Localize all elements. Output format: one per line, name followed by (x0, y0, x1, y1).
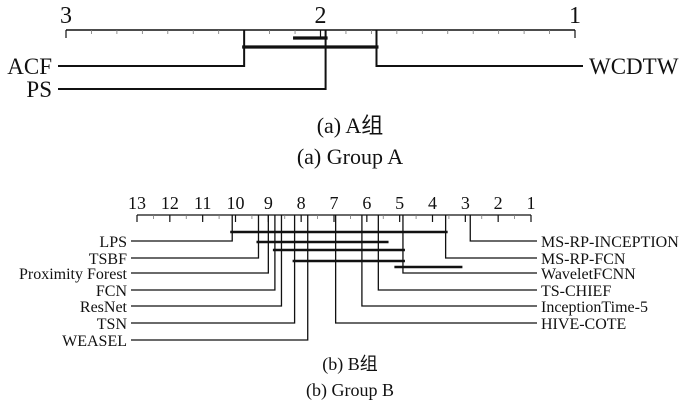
tick-label-b: 5 (395, 193, 404, 213)
method-label-b: Proximity Forest (19, 266, 128, 283)
tick-label-a: 2 (315, 3, 327, 29)
method-connector-b (444, 215, 537, 259)
method-label-b: InceptionTime-5 (541, 299, 648, 316)
method-label-b: MS-RP-FCN (541, 251, 626, 268)
method-label-b: HIVE-COTE (541, 316, 626, 333)
method-label-a: WCDTW (589, 54, 679, 79)
method-label-b: WaveletFCNN (541, 266, 636, 283)
tick-label-b: 2 (494, 193, 503, 213)
caption-en-b: (b) Group B (306, 380, 394, 401)
tick-label-a: 3 (60, 3, 72, 29)
tick-label-b: 8 (297, 193, 306, 213)
method-label-b: TSN (97, 316, 128, 333)
tick-label-a: 1 (569, 3, 581, 29)
tick-label-b: 11 (194, 193, 211, 213)
tick-label-b: 6 (362, 193, 371, 213)
method-connector-b (131, 215, 260, 259)
caption-en-a: (a) Group A (297, 144, 403, 169)
method-label-b: LPS (99, 234, 127, 251)
method-connector-b (469, 215, 537, 242)
method-label-b: FCN (96, 283, 128, 300)
caption-cn-a: (a) A组 (317, 113, 384, 138)
tick-label-b: 1 (527, 193, 536, 213)
method-label-b: TSBF (89, 251, 127, 268)
method-connector-a (58, 30, 246, 67)
tick-label-b: 4 (428, 193, 437, 213)
method-connector-b (377, 215, 537, 291)
tick-label-b: 12 (161, 193, 179, 213)
method-connector-b (361, 215, 537, 307)
tick-label-b: 9 (264, 193, 273, 213)
method-connector-a (375, 30, 583, 67)
method-connector-b (131, 215, 233, 242)
caption-cn-b: (b) B组 (322, 354, 378, 375)
tick-label-b: 10 (227, 193, 245, 213)
method-connector-b (131, 215, 269, 274)
method-label-b: MS-RP-INCEPTION (541, 234, 679, 251)
method-label-b: ResNet (80, 299, 128, 316)
method-connector-b (131, 215, 309, 341)
tick-label-b: 13 (128, 193, 146, 213)
method-connector-b (131, 215, 276, 291)
method-label-a: PS (26, 77, 52, 102)
method-label-b: TS-CHIEF (541, 283, 611, 300)
tick-label-b: 7 (330, 193, 339, 213)
method-connector-b (402, 215, 537, 274)
method-label-b: WEASEL (62, 333, 127, 350)
method-connector-a (58, 30, 327, 90)
tick-label-b: 3 (461, 193, 470, 213)
method-label-a: ACF (7, 54, 52, 79)
method-connector-b (131, 215, 283, 307)
